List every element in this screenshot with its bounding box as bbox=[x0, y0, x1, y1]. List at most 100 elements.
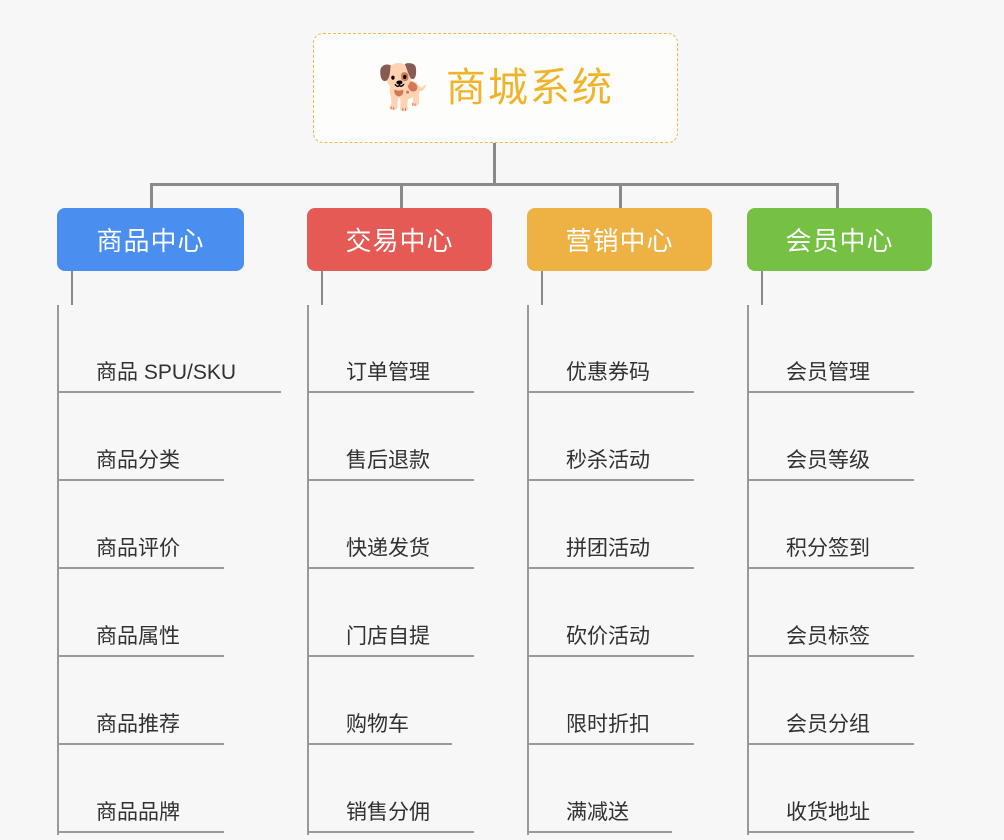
leaf-underline bbox=[59, 391, 281, 393]
leaf-underline bbox=[749, 391, 914, 393]
leaf-label: 优惠券码 bbox=[566, 360, 650, 384]
leaf-label: 满减送 bbox=[566, 800, 629, 824]
leaf-underline bbox=[529, 567, 694, 569]
list-item[interactable]: 会员标签 bbox=[749, 569, 977, 657]
connector-drop-2 bbox=[400, 183, 403, 209]
root-node[interactable]: 🐕 商城系统 bbox=[313, 33, 678, 143]
branch-marketing-center: 营销中心 优惠券码 秒杀活动 拼团活动 砍价活动 限时折扣 bbox=[527, 208, 757, 835]
category-label: 商品中心 bbox=[96, 226, 205, 256]
leaf-underline bbox=[309, 567, 474, 569]
list-item[interactable]: 收货地址 bbox=[749, 745, 977, 833]
category-label: 营销中心 bbox=[565, 226, 674, 256]
connector-drop-1 bbox=[150, 183, 153, 209]
leaf-label: 限时折扣 bbox=[566, 712, 650, 736]
leaf-underline bbox=[529, 479, 694, 481]
leaf-underline bbox=[529, 743, 694, 745]
list-item[interactable]: 销售分佣 bbox=[309, 745, 537, 833]
connector-stub-1 bbox=[71, 271, 73, 305]
leaf-underline bbox=[749, 655, 914, 657]
leaf-label: 商品 SPU/SKU bbox=[96, 360, 237, 384]
leaf-label: 收货地址 bbox=[786, 800, 870, 824]
leaf-underline bbox=[59, 831, 224, 833]
leaf-label: 售后退款 bbox=[346, 448, 430, 472]
leaf-list-product-center: 商品 SPU/SKU 商品分类 商品评价 商品属性 商品推荐 商品品牌 bbox=[57, 305, 317, 835]
leaf-label: 会员管理 bbox=[786, 360, 870, 384]
category-header-marketing-center[interactable]: 营销中心 bbox=[527, 208, 712, 271]
list-item[interactable]: 商品分类 bbox=[59, 393, 317, 481]
list-item[interactable]: 商品属性 bbox=[59, 569, 317, 657]
category-label: 会员中心 bbox=[785, 226, 894, 256]
connector-root-stem bbox=[493, 143, 496, 185]
connector-stub-4 bbox=[761, 271, 763, 305]
connector-stub-2 bbox=[321, 271, 323, 305]
leaf-label: 会员分组 bbox=[786, 712, 870, 736]
leaf-underline bbox=[309, 831, 474, 833]
list-item[interactable]: 快递发货 bbox=[309, 481, 537, 569]
category-header-trade-center[interactable]: 交易中心 bbox=[307, 208, 492, 271]
list-item[interactable]: 会员管理 bbox=[749, 305, 977, 393]
list-item[interactable]: 会员分组 bbox=[749, 657, 977, 745]
leaf-list-trade-center: 订单管理 售后退款 快递发货 门店自提 购物车 销售分佣 bbox=[307, 305, 537, 835]
leaf-underline bbox=[309, 655, 474, 657]
leaf-label: 会员等级 bbox=[786, 448, 870, 472]
leaf-list-marketing-center: 优惠券码 秒杀活动 拼团活动 砍价活动 限时折扣 满减送 bbox=[527, 305, 757, 835]
leaf-underline bbox=[529, 831, 672, 833]
leaf-label: 商品评价 bbox=[96, 536, 180, 560]
leaf-label: 快递发货 bbox=[346, 536, 430, 560]
list-item[interactable]: 购物车 bbox=[309, 657, 537, 745]
leaf-label: 积分签到 bbox=[786, 536, 870, 560]
leaf-label: 砍价活动 bbox=[566, 624, 650, 648]
leaf-underline bbox=[749, 743, 914, 745]
list-item[interactable]: 会员等级 bbox=[749, 393, 977, 481]
list-item[interactable]: 商品品牌 bbox=[59, 745, 317, 833]
category-header-product-center[interactable]: 商品中心 bbox=[57, 208, 244, 271]
leaf-label: 商品品牌 bbox=[96, 800, 180, 824]
leaf-underline bbox=[59, 479, 224, 481]
leaf-underline bbox=[59, 655, 224, 657]
list-item[interactable]: 秒杀活动 bbox=[529, 393, 757, 481]
branch-member-center: 会员中心 会员管理 会员等级 积分签到 会员标签 会员分组 bbox=[747, 208, 977, 835]
list-item[interactable]: 订单管理 bbox=[309, 305, 537, 393]
shiba-dog-emoji-icon: 🐕 bbox=[377, 62, 432, 113]
leaf-label: 商品分类 bbox=[96, 448, 180, 472]
list-item[interactable]: 拼团活动 bbox=[529, 481, 757, 569]
leaf-underline bbox=[749, 479, 914, 481]
leaf-label: 销售分佣 bbox=[346, 800, 430, 824]
leaf-underline bbox=[309, 743, 452, 745]
leaf-underline bbox=[529, 655, 694, 657]
list-item[interactable]: 砍价活动 bbox=[529, 569, 757, 657]
leaf-underline bbox=[59, 743, 224, 745]
list-item[interactable]: 商品评价 bbox=[59, 481, 317, 569]
list-item[interactable]: 优惠券码 bbox=[529, 305, 757, 393]
leaf-label: 商品属性 bbox=[96, 624, 180, 648]
leaf-list-member-center: 会员管理 会员等级 积分签到 会员标签 会员分组 收货地址 bbox=[747, 305, 977, 835]
leaf-underline bbox=[59, 567, 224, 569]
leaf-underline bbox=[529, 391, 694, 393]
connector-drop-4 bbox=[836, 183, 839, 209]
list-item[interactable]: 限时折扣 bbox=[529, 657, 757, 745]
leaf-label: 购物车 bbox=[346, 712, 409, 736]
category-label: 交易中心 bbox=[345, 226, 454, 256]
connector-drop-3 bbox=[619, 183, 622, 209]
leaf-label: 拼团活动 bbox=[566, 536, 650, 560]
leaf-underline bbox=[309, 479, 474, 481]
root-title: 商城系统 bbox=[445, 66, 614, 110]
leaf-underline bbox=[749, 831, 914, 833]
leaf-label: 订单管理 bbox=[346, 360, 430, 384]
leaf-label: 门店自提 bbox=[346, 624, 430, 648]
list-item[interactable]: 门店自提 bbox=[309, 569, 537, 657]
leaf-label: 秒杀活动 bbox=[566, 448, 650, 472]
list-item[interactable]: 积分签到 bbox=[749, 481, 977, 569]
leaf-label: 会员标签 bbox=[786, 624, 870, 648]
branch-trade-center: 交易中心 订单管理 售后退款 快递发货 门店自提 购物车 bbox=[307, 208, 537, 835]
list-item[interactable]: 满减送 bbox=[529, 745, 757, 833]
leaf-label: 商品推荐 bbox=[96, 712, 180, 736]
connector-stub-3 bbox=[541, 271, 543, 305]
list-item[interactable]: 商品 SPU/SKU bbox=[59, 305, 317, 393]
category-header-member-center[interactable]: 会员中心 bbox=[747, 208, 932, 271]
leaf-underline bbox=[309, 391, 474, 393]
branch-product-center: 商品中心 商品 SPU/SKU 商品分类 商品评价 商品属性 商品推荐 bbox=[57, 208, 317, 835]
list-item[interactable]: 售后退款 bbox=[309, 393, 537, 481]
list-item[interactable]: 商品推荐 bbox=[59, 657, 317, 745]
